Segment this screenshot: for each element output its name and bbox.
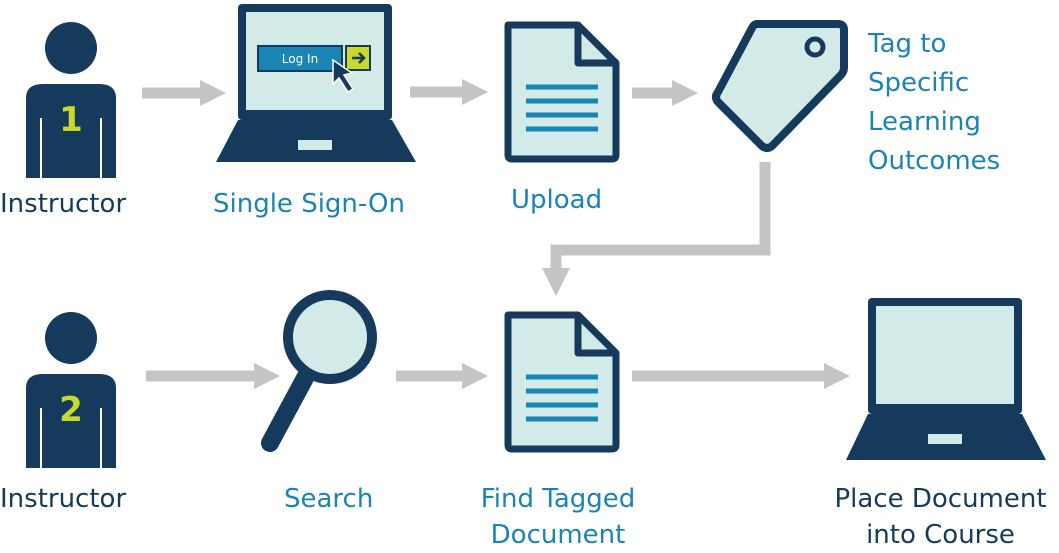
place-label-line: into Course	[866, 520, 1015, 550]
tag-icon	[712, 20, 848, 152]
arrow-icon	[542, 162, 771, 296]
person-label: Instructor	[0, 484, 127, 514]
person-number: 2	[59, 390, 83, 430]
tag-label-line: Learning	[868, 107, 981, 137]
magnifier-icon	[261, 290, 377, 452]
tag-label-line: Specific	[868, 68, 970, 98]
upload-label: Upload	[511, 185, 603, 215]
tag-label-line: Outcomes	[868, 146, 1001, 176]
cursor-icon	[332, 58, 355, 94]
arrow-icon	[632, 363, 850, 389]
sign-on-label: Single Sign-On	[213, 189, 405, 219]
find-label-line: Find Tagged	[480, 484, 636, 514]
tag-label-line: Tag to	[868, 29, 947, 59]
document-icon	[508, 25, 616, 159]
laptop-icon	[216, 4, 416, 162]
arrow-icon	[396, 363, 488, 389]
document-icon	[508, 315, 616, 449]
arrow-icon	[146, 363, 280, 389]
place-label-line: Place Document	[834, 484, 1047, 514]
login-button-label: Log In	[282, 52, 318, 66]
find-label-line: Document	[490, 520, 626, 550]
person-label: Instructor	[0, 189, 127, 219]
arrow-icon	[632, 80, 698, 106]
search-label: Search	[284, 484, 374, 514]
go-arrow-icon	[345, 45, 371, 71]
arrow-icon	[142, 80, 226, 106]
login-button: Log In	[257, 45, 343, 72]
laptop-icon	[846, 298, 1046, 460]
person-number: 1	[59, 100, 83, 140]
arrow-icon	[410, 79, 488, 105]
